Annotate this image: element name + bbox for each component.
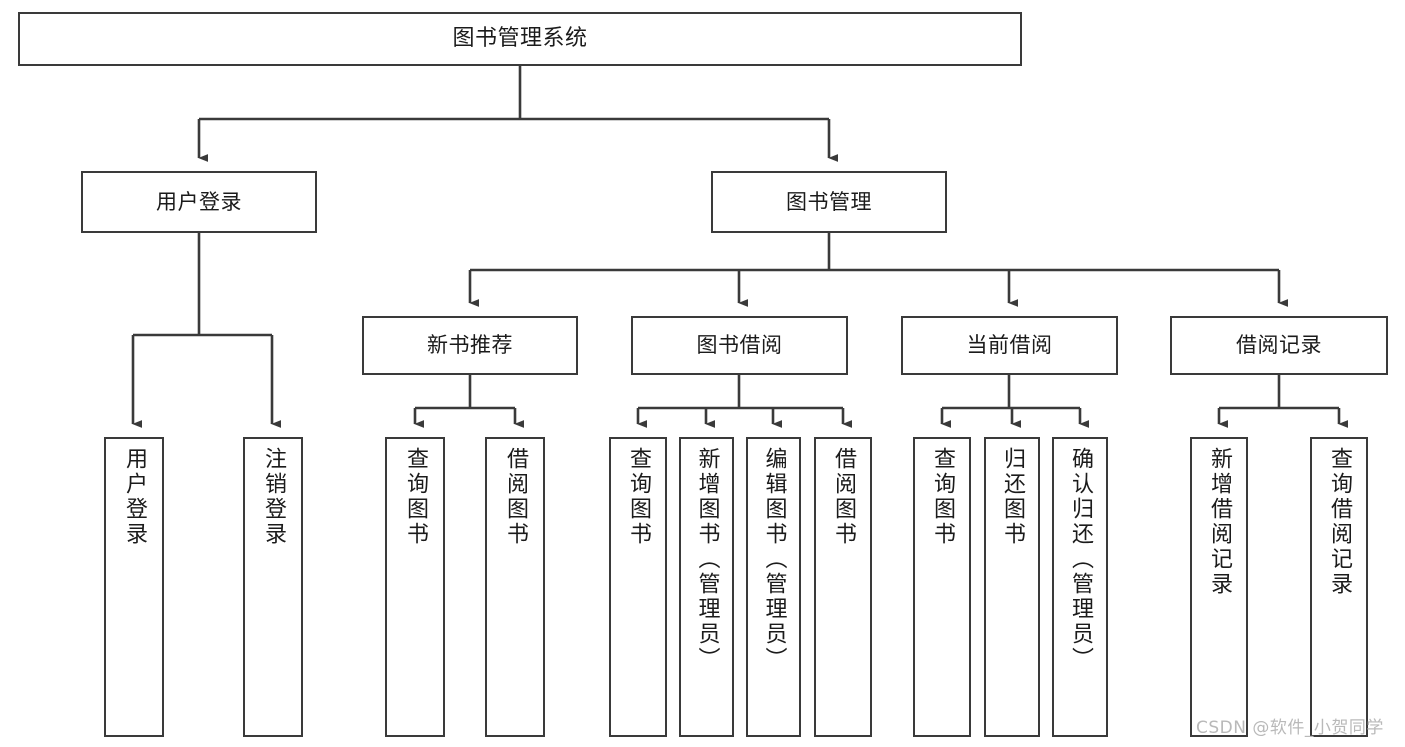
leaf-query-borrow-record-label: 查询借阅记录	[1327, 447, 1352, 597]
leaf-query-book-current-label: 查询图书	[930, 447, 955, 547]
leaf-return-book-label: 归还图书	[1000, 447, 1025, 547]
node-user-login-label: 用户登录	[156, 189, 242, 214]
leaf-user-login-label: 用户登录	[122, 447, 147, 547]
leaf-borrow-book[interactable]: 借阅图书	[814, 437, 872, 737]
node-book-manage-label: 图书管理	[786, 189, 872, 214]
node-root-label: 图书管理系统	[452, 26, 588, 52]
leaf-confirm-return-admin[interactable]: 确认归还（管理员）	[1052, 437, 1108, 737]
leaf-logout[interactable]: 注销登录	[243, 437, 303, 737]
csdn-watermark: CSDN @软件_小贺同学	[1196, 718, 1384, 738]
node-root[interactable]: 图书管理系统	[18, 12, 1022, 66]
leaf-query-book-recommend[interactable]: 查询图书	[385, 437, 445, 737]
leaf-query-book-current[interactable]: 查询图书	[913, 437, 971, 737]
node-book-borrow-label: 图书借阅	[696, 333, 783, 358]
leaf-logout-label: 注销登录	[261, 447, 286, 547]
node-book-borrow[interactable]: 图书借阅	[631, 316, 848, 375]
node-current-borrow[interactable]: 当前借阅	[901, 316, 1118, 375]
node-new-book-recommend-label: 新书推荐	[427, 333, 513, 358]
node-user-login[interactable]: 用户登录	[81, 171, 317, 233]
leaf-edit-book-admin[interactable]: 编辑图书（管理员）	[746, 437, 801, 737]
leaf-user-login[interactable]: 用户登录	[104, 437, 164, 737]
node-book-manage[interactable]: 图书管理	[711, 171, 947, 233]
node-new-book-recommend[interactable]: 新书推荐	[362, 316, 578, 375]
node-borrow-record-label: 借阅记录	[1236, 333, 1322, 358]
leaf-borrow-book-recommend-label: 借阅图书	[503, 447, 528, 547]
leaf-query-book-borrow-label: 查询图书	[626, 447, 651, 547]
leaf-confirm-return-admin-label: 确认归还（管理员）	[1068, 447, 1093, 672]
leaf-add-book-admin-label: 新增图书（管理员）	[694, 447, 720, 672]
leaf-borrow-book-label: 借阅图书	[831, 447, 856, 547]
leaf-query-book-borrow[interactable]: 查询图书	[609, 437, 667, 737]
node-borrow-record[interactable]: 借阅记录	[1170, 316, 1388, 375]
leaf-query-borrow-record[interactable]: 查询借阅记录	[1310, 437, 1368, 737]
leaf-query-book-recommend-label: 查询图书	[403, 447, 428, 547]
node-current-borrow-label: 当前借阅	[966, 333, 1053, 358]
leaf-add-borrow-record-label: 新增借阅记录	[1207, 447, 1232, 597]
leaf-add-book-admin[interactable]: 新增图书（管理员）	[679, 437, 734, 737]
leaf-return-book[interactable]: 归还图书	[984, 437, 1040, 737]
leaf-add-borrow-record[interactable]: 新增借阅记录	[1190, 437, 1248, 737]
leaf-borrow-book-recommend[interactable]: 借阅图书	[485, 437, 545, 737]
leaf-edit-book-admin-label: 编辑图书（管理员）	[761, 447, 787, 672]
